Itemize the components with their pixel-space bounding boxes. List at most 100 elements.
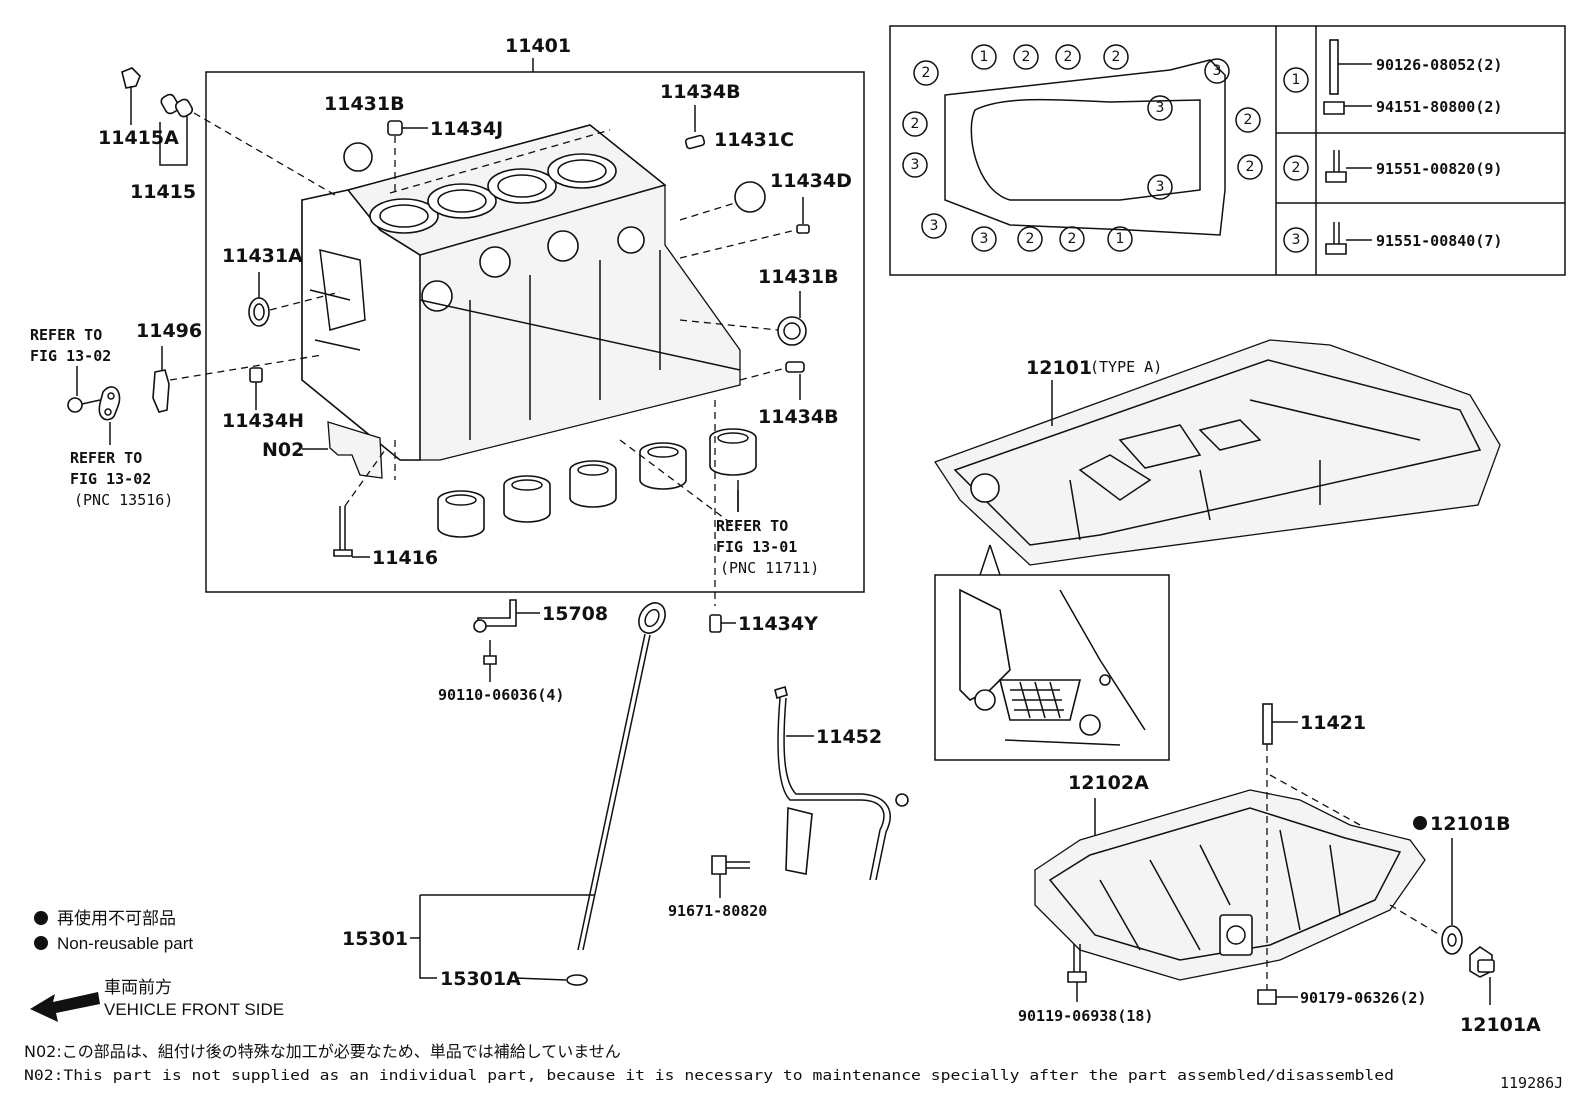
svg-text:2: 2 xyxy=(1022,49,1031,65)
drain-plug-12101a xyxy=(1469,946,1495,978)
bolt-91671 xyxy=(711,855,750,875)
plug-11431b-top xyxy=(343,142,373,172)
callout-n02[interactable]: N02 xyxy=(262,439,304,461)
bolt-90119 xyxy=(1067,944,1087,983)
refer-c-line2: FIG 13-01 xyxy=(716,538,797,556)
dipstick-guide-11452 xyxy=(774,685,909,881)
svg-text:2: 2 xyxy=(911,116,920,132)
bolt-table: 1 2 3 90126-08052(2) 94151-80800(2) 9155… xyxy=(1283,39,1502,255)
refer-c-line1: REFER TO xyxy=(716,517,788,535)
callout-11434b-mid[interactable]: 11434B xyxy=(758,406,839,428)
svg-text:2: 2 xyxy=(1244,112,1253,128)
svg-text:91551-00820(9): 91551-00820(9) xyxy=(1376,160,1502,178)
callout-11416[interactable]: 11416 xyxy=(372,547,438,569)
svg-text:3: 3 xyxy=(980,231,989,247)
svg-text:2: 2 xyxy=(1064,49,1073,65)
non-reusable-mark-12101b xyxy=(1413,816,1427,830)
pin-11434h xyxy=(249,367,263,383)
callout-12102a[interactable]: 12102A xyxy=(1068,772,1149,794)
callout-12101-type: (TYPE A) xyxy=(1090,358,1162,376)
bolt-pattern-pan-outline xyxy=(944,59,1226,236)
callout-90179[interactable]: 90179-06326(2) xyxy=(1300,989,1426,1007)
svg-text:2: 2 xyxy=(1068,231,1077,247)
svg-text:2: 2 xyxy=(1112,49,1121,65)
o-ring-15301a xyxy=(566,974,588,986)
svg-text:3: 3 xyxy=(1292,232,1301,248)
callout-11421[interactable]: 11421 xyxy=(1300,712,1366,734)
callout-11434j[interactable]: 11434J xyxy=(430,118,503,140)
n02-bracket xyxy=(327,421,383,479)
callout-12101b[interactable]: 12101B xyxy=(1430,813,1511,835)
callout-15708[interactable]: 15708 xyxy=(542,603,608,625)
callout-11434h[interactable]: 11434H xyxy=(222,410,304,432)
legend-front-jp: 車両前方 xyxy=(104,978,172,997)
bullet-icon-jp xyxy=(34,911,48,925)
svg-text:1: 1 xyxy=(980,49,989,65)
callout-15301a[interactable]: 15301A xyxy=(440,968,521,990)
nut-90179 xyxy=(1257,989,1277,1005)
pin-11434b-top xyxy=(684,134,706,150)
svg-text:2: 2 xyxy=(922,65,931,81)
pin-11434d xyxy=(796,224,810,234)
callout-11431b-top[interactable]: 11431B xyxy=(324,93,405,115)
oil-pan-upper-12101 xyxy=(934,339,1501,566)
refer-b-line2: FIG 13-02 xyxy=(70,470,151,488)
gasket-12101b xyxy=(1441,925,1463,955)
callout-11434d[interactable]: 11434D xyxy=(770,170,852,192)
detail-inset-frame xyxy=(934,574,1170,761)
callout-11415a[interactable]: 11415A xyxy=(98,127,179,149)
callout-90119[interactable]: 90119-06938(18) xyxy=(1018,1007,1153,1025)
gasket-11496 xyxy=(152,369,170,413)
callout-11431b-mid[interactable]: 11431B xyxy=(758,266,839,288)
refer-b-line1: REFER TO xyxy=(70,449,142,467)
legend-nonreusable-jp: 再使用不可部品 xyxy=(57,908,176,928)
bracket-refer-13516 xyxy=(98,386,121,421)
svg-text:3: 3 xyxy=(911,157,920,173)
callout-12101a[interactable]: 12101A xyxy=(1460,1014,1541,1036)
bolt-11416 xyxy=(333,506,353,557)
pattern-marks: 1 2 2 2 2 2 3 3 3 2 2 1 3 2 2 3 3 xyxy=(902,44,1263,252)
detail-inset-drawing xyxy=(959,588,1146,746)
svg-text:3: 3 xyxy=(1213,63,1222,79)
note-n02-jp: N02:この部品は、組付け後の特殊な加工が必要なため、単品では補給していません xyxy=(24,1042,621,1061)
svg-text:3: 3 xyxy=(1156,179,1165,195)
crank-bearings xyxy=(437,428,757,538)
callout-12101[interactable]: 12101 xyxy=(1026,357,1092,379)
callout-90110[interactable]: 90110-06036(4) xyxy=(438,686,564,704)
bolt-refer-13-02 xyxy=(67,366,101,413)
svg-text:2: 2 xyxy=(1026,231,1035,247)
callout-11496[interactable]: 11496 xyxy=(136,320,202,342)
callout-91671[interactable]: 91671-80820 xyxy=(668,902,767,920)
refer-c-line3: (PNC 11711) xyxy=(720,559,819,577)
seal-11431a xyxy=(248,297,270,327)
note-n02-en: N02:This part is not supplied as an indi… xyxy=(24,1068,1394,1084)
refer-b-line3: (PNC 13516) xyxy=(74,491,173,509)
svg-text:2: 2 xyxy=(1246,159,1255,175)
sensor-11415 xyxy=(160,93,194,118)
stud-11421 xyxy=(1262,703,1273,745)
callout-11434y[interactable]: 11434Y xyxy=(738,613,818,635)
callout-11452[interactable]: 11452 xyxy=(816,726,882,748)
callout-11434b-top[interactable]: 11434B xyxy=(660,81,741,103)
callout-11401[interactable]: 11401 xyxy=(505,35,571,57)
svg-text:1: 1 xyxy=(1116,231,1125,247)
refer-a-line2: FIG 13-02 xyxy=(30,347,111,365)
refer-a-line1: REFER TO xyxy=(30,326,102,344)
oil-pan-lower-12102a xyxy=(1034,789,1426,981)
pin-11434y xyxy=(709,614,722,633)
callout-15301[interactable]: 15301 xyxy=(342,928,408,950)
cylinder-block-illustration xyxy=(301,124,741,461)
callout-11431c[interactable]: 11431C xyxy=(714,129,794,151)
plug-11431c xyxy=(734,181,766,213)
block-group-frame xyxy=(205,71,865,593)
legend-nonreusable-en: Non-reusable part xyxy=(57,934,193,953)
bolt-pattern-panel xyxy=(889,25,1566,276)
svg-text:3: 3 xyxy=(1156,100,1165,116)
callout-11415[interactable]: 11415 xyxy=(130,181,196,203)
svg-text:90126-08052(2): 90126-08052(2) xyxy=(1376,56,1502,74)
svg-text:91551-00840(7): 91551-00840(7) xyxy=(1376,232,1502,250)
pin-11434j xyxy=(387,120,403,136)
callout-11431a[interactable]: 11431A xyxy=(222,245,303,267)
dipstick-15301 xyxy=(577,602,666,951)
